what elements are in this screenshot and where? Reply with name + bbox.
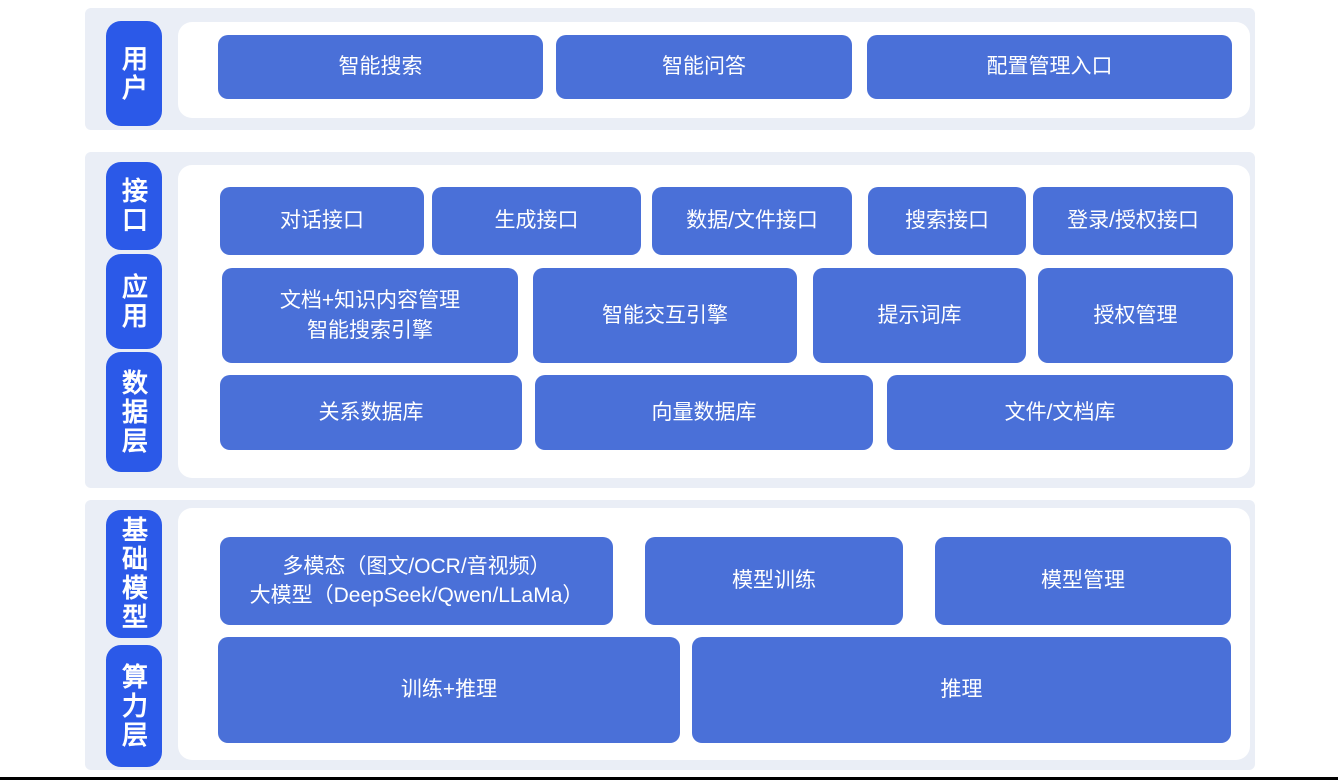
block-line: 文档+知识内容管理 bbox=[279, 289, 461, 313]
block-auth-management: 授权管理 bbox=[1038, 268, 1233, 363]
block-intelligent-search: 智能搜索 bbox=[218, 35, 543, 99]
block-inference: 推理 bbox=[692, 637, 1231, 743]
block-line: 多模态（图文/OCR/音视频） bbox=[282, 554, 551, 578]
layer-label-application: 应用 bbox=[106, 254, 162, 349]
block-intelligent-qa: 智能问答 bbox=[556, 35, 852, 99]
block-multimodal-llm: 多模态（图文/OCR/音视频） 大模型（DeepSeek/Qwen/LLaMa） bbox=[220, 537, 613, 625]
layer-label-compute-layer: 算力层 bbox=[106, 645, 162, 767]
block-relational-db: 关系数据库 bbox=[220, 375, 522, 450]
block-dialog-api: 对话接口 bbox=[220, 187, 424, 255]
block-file-doc-store: 文件/文档库 bbox=[887, 375, 1233, 450]
block-config-management-entry: 配置管理入口 bbox=[867, 35, 1232, 99]
block-vector-db: 向量数据库 bbox=[535, 375, 873, 450]
block-model-management: 模型管理 bbox=[935, 537, 1231, 625]
block-doc-knowledge-search-engine: 文档+知识内容管理 智能搜索引擎 bbox=[222, 268, 518, 363]
layer-label-foundation-model: 基础模型 bbox=[106, 510, 162, 638]
block-generation-api: 生成接口 bbox=[432, 187, 641, 255]
block-model-training: 模型训练 bbox=[645, 537, 903, 625]
layer-label-interface: 接口 bbox=[106, 162, 162, 250]
block-data-file-api: 数据/文件接口 bbox=[652, 187, 852, 255]
block-line: 大模型（DeepSeek/Qwen/LLaMa） bbox=[249, 584, 584, 607]
layer-label-data-layer: 数据层 bbox=[106, 352, 162, 472]
block-login-auth-api: 登录/授权接口 bbox=[1033, 187, 1233, 255]
block-line: 智能搜索引擎 bbox=[307, 318, 433, 342]
bottom-divider bbox=[0, 777, 1338, 780]
block-search-api: 搜索接口 bbox=[868, 187, 1026, 255]
block-training-inference: 训练+推理 bbox=[218, 637, 680, 743]
layer-label-user: 用户 bbox=[106, 21, 162, 126]
block-interaction-engine: 智能交互引擎 bbox=[533, 268, 797, 363]
block-prompt-library: 提示词库 bbox=[813, 268, 1026, 363]
